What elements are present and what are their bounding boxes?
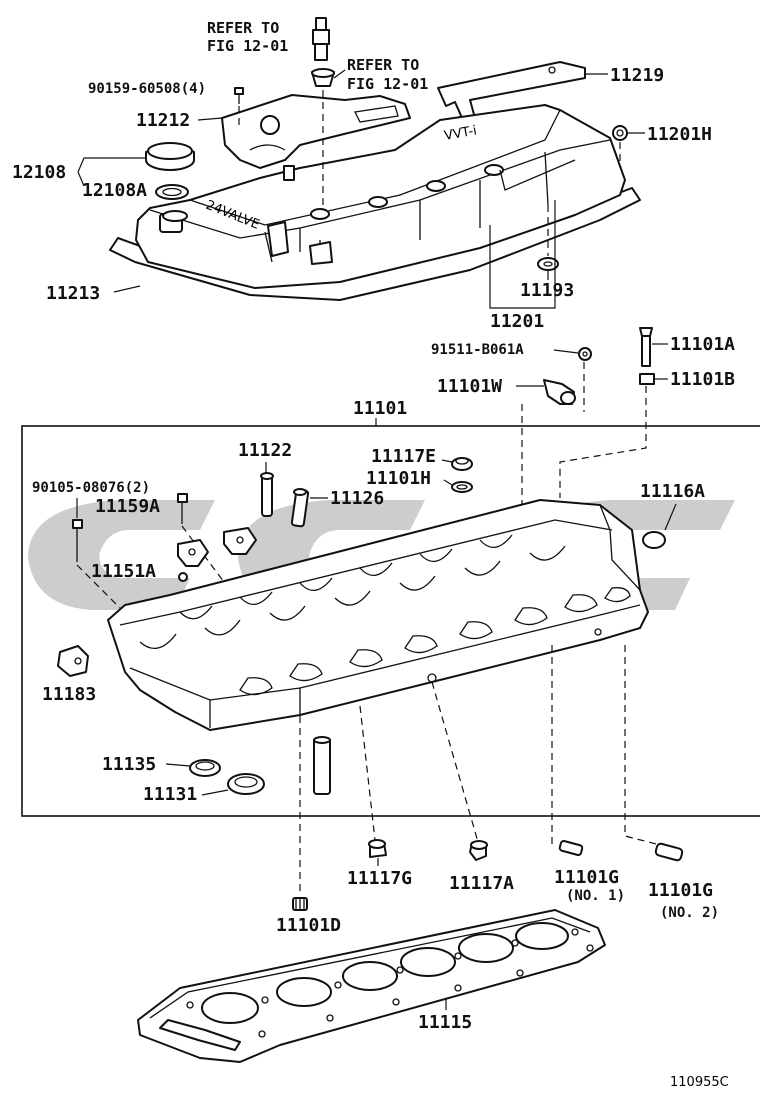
- cover-11183: [57, 645, 89, 677]
- label-11122: 11122: [238, 440, 292, 461]
- refer-label-1-line2: FIG 12-01: [207, 37, 288, 55]
- cap-gasket-12108a: [155, 184, 189, 200]
- label-11213: 11213: [46, 283, 100, 304]
- plug-11117e: [451, 457, 473, 471]
- center-cover-plate-11212: [221, 94, 411, 169]
- label-11183: 11183: [42, 684, 96, 705]
- stud-11101d: [292, 897, 308, 911]
- plug-11116a: [642, 531, 666, 549]
- label-11101g-no1: 11101G: [554, 867, 619, 888]
- bracket-11219: [437, 61, 586, 119]
- label-11159a: 11159A: [95, 496, 160, 517]
- label-11117e: 11117E: [371, 446, 436, 467]
- valve-seat-11135: [189, 759, 221, 777]
- washer-11101b: [639, 373, 655, 385]
- oil-filler-cap-12108: [145, 142, 195, 171]
- label-11101: 11101: [353, 398, 407, 419]
- plug-tube-seal: [311, 68, 335, 87]
- pin-11101g-no1: [558, 839, 584, 857]
- label-90105-08076: 90105-08076(2): [32, 480, 150, 496]
- camshaft-bearing-cap-1: [177, 539, 209, 567]
- stud-bolt-11101a: [639, 327, 653, 367]
- cylinder-head-11101: [107, 499, 649, 731]
- label-11101h: 11101H: [366, 468, 431, 489]
- cylinder-head-assy-box: [21, 425, 760, 817]
- refer-label-2-line2: FIG 12-01: [347, 75, 428, 93]
- label-11116a: 11116A: [640, 481, 705, 502]
- plug-11117g: [368, 839, 387, 858]
- valve-guide-11122: [260, 472, 274, 517]
- gasket-11101h: [451, 481, 473, 493]
- valve-seat-11131: [227, 773, 265, 795]
- sensor-11101w: [543, 379, 576, 405]
- label-12108: 12108: [12, 162, 66, 183]
- label-11117g: 11117G: [347, 868, 412, 889]
- label-11115: 11115: [418, 1012, 472, 1033]
- bolt-91511: [578, 347, 592, 361]
- label-11151a: 11151A: [91, 561, 156, 582]
- label-11193: 11193: [520, 280, 574, 301]
- label-11101w: 11101W: [437, 376, 502, 397]
- figure-id: 110955C: [670, 1075, 729, 1090]
- label-11101b: 11101B: [670, 369, 735, 390]
- valve-guide-11126: [290, 488, 310, 528]
- cylinder-head-cover-11201: [109, 104, 641, 301]
- label-11135: 11135: [102, 754, 156, 775]
- bolt-90159: [234, 87, 244, 104]
- label-11212: 11212: [136, 110, 190, 131]
- label-11201h: 11201H: [647, 124, 712, 145]
- pin-11101g-no2: [654, 842, 684, 862]
- head-gasket-11115: [137, 909, 606, 1063]
- label-12108a: 12108A: [82, 180, 147, 201]
- cover-text-vvti: VVT-i: [443, 123, 478, 143]
- sleeve-11101d-upper: [313, 736, 331, 795]
- label-11126: 11126: [330, 488, 384, 509]
- label-11101g-no2-note: (NO. 2): [660, 905, 719, 921]
- label-11131: 11131: [143, 784, 197, 805]
- spark-plug-tube: [312, 17, 330, 61]
- label-11117a: 11117A: [449, 873, 514, 894]
- grommet-11193: [537, 257, 559, 271]
- refer-label-1-line1: REFER TO: [207, 19, 279, 37]
- label-90159-60508: 90159-60508(4): [88, 81, 206, 97]
- label-11201: 11201: [490, 311, 544, 332]
- camshaft-bearing-cap-2: [223, 527, 257, 555]
- label-11101d: 11101D: [276, 915, 341, 936]
- plug-11151a: [178, 572, 188, 582]
- label-91511-b061a: 91511-B061A: [431, 342, 524, 358]
- bolt-90105: [72, 519, 83, 562]
- label-11101g-no2: 11101G: [648, 880, 713, 901]
- label-11101a: 11101A: [670, 334, 735, 355]
- bolt-11159a: [177, 493, 188, 524]
- refer-label-2-line1: REFER TO: [347, 56, 419, 74]
- washer-11201h: [612, 125, 628, 141]
- label-11219: 11219: [610, 65, 664, 86]
- label-11101g-no1-note: (NO. 1): [566, 888, 625, 904]
- plug-11117a: [469, 840, 488, 861]
